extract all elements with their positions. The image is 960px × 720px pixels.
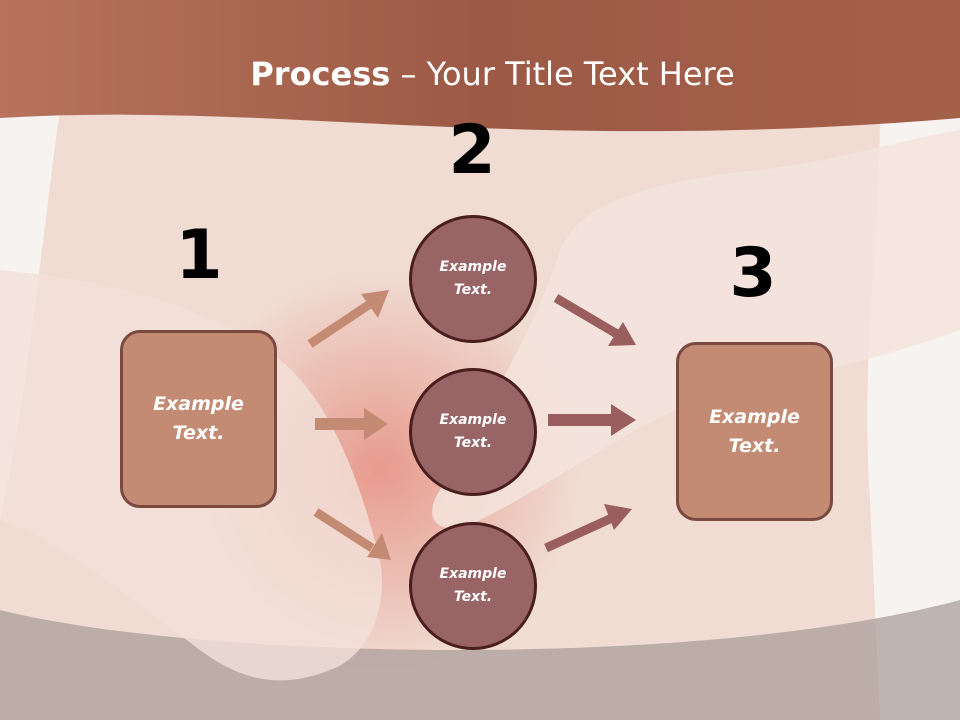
arrow-from-bottom-circle — [544, 504, 632, 553]
step-number-3: 3 — [729, 234, 777, 313]
arrow-to-bottom-circle — [313, 508, 391, 560]
arrow-from-middle-circle — [548, 404, 636, 436]
title-rest: – Your Title Text Here — [390, 55, 735, 93]
circle-middle: Example Text. — [409, 368, 537, 496]
left-box-text: Example Text. — [153, 393, 244, 444]
arrow-to-top-circle — [307, 290, 389, 348]
slide-title: Process – Your Title Text Here — [0, 52, 960, 96]
left-box: Example Text. — [120, 330, 277, 508]
circle-middle-text: Example Text. — [439, 412, 507, 451]
circle-top-text: Example Text. — [439, 259, 507, 298]
circle-bottom: Example Text. — [409, 522, 537, 650]
step-number-1: 1 — [175, 216, 223, 295]
circle-bottom-text: Example Text. — [439, 566, 507, 605]
arrow-from-top-circle — [553, 294, 636, 346]
title-bold: Process — [250, 55, 391, 93]
right-box-text: Example Text. — [709, 405, 800, 457]
circle-top: Example Text. — [409, 215, 537, 343]
arrow-to-middle-circle — [315, 408, 388, 440]
step-number-2: 2 — [448, 111, 496, 190]
right-box: Example Text. — [676, 342, 833, 521]
